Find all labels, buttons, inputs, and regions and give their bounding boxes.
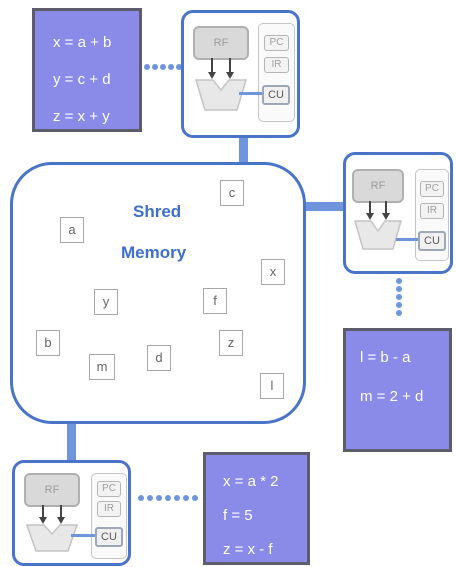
memory-variable: f: [203, 288, 227, 314]
instruction-register: IR: [420, 203, 444, 219]
register-file: RF: [24, 473, 80, 507]
memory-variable: a: [60, 217, 84, 243]
top-code-link-dots: [144, 63, 184, 71]
alu-to-cu-wire: [396, 238, 418, 241]
memory-variable: c: [220, 180, 244, 206]
code-line: z = x - f: [223, 541, 273, 558]
alu-icon: [354, 201, 402, 250]
code-line: f = 5: [223, 507, 253, 524]
shared-memory: Shred Memory c a x y f b z d m l: [10, 162, 306, 424]
control-unit: CU: [95, 527, 123, 547]
program-counter: PC: [264, 35, 289, 51]
program-counter: PC: [97, 481, 121, 497]
alu-to-cu-wire: [239, 92, 262, 95]
control-unit: CU: [418, 231, 446, 251]
bottom-code-box: x = a * 2 f = 5 z = x - f: [203, 452, 310, 565]
instruction-register: IR: [97, 501, 121, 517]
register-file: RF: [352, 169, 404, 203]
instruction-register: IR: [264, 57, 289, 73]
code-line: m = 2 + d: [360, 388, 424, 405]
register-file: RF: [193, 26, 249, 60]
memory-to-top-processor-connector: [239, 136, 248, 172]
alu-icon: [194, 58, 248, 111]
code-line: z = x + y: [53, 108, 110, 125]
bottom-code-link-dots: [138, 494, 202, 502]
memory-variable: d: [147, 345, 171, 371]
alu-to-cu-wire: [71, 534, 95, 537]
memory-variable: y: [94, 289, 118, 315]
memory-variable: l: [260, 373, 284, 399]
right-processor: RF PC IR CU: [343, 152, 453, 274]
memory-variable: z: [219, 330, 243, 356]
code-line: x = a + b: [53, 34, 112, 51]
memory-to-bottom-processor-connector: [67, 420, 76, 462]
memory-variable: m: [89, 354, 115, 380]
memory-title-line2: Memory: [121, 243, 187, 262]
top-code-box: x = a + b y = c + d z = x + y: [32, 8, 142, 132]
code-line: l = b - a: [360, 349, 411, 366]
right-code-box: l = b - a m = 2 + d: [343, 328, 452, 452]
code-line: x = a * 2: [223, 473, 279, 490]
code-line: y = c + d: [53, 71, 111, 88]
bottom-processor: RF PC IR CU: [12, 460, 131, 566]
right-code-link-dots: [395, 278, 403, 320]
control-unit: CU: [262, 85, 290, 105]
memory-variable: b: [36, 330, 60, 356]
memory-to-right-processor-connector: [303, 202, 347, 211]
program-counter: PC: [420, 181, 444, 197]
top-processor: RF PC IR CU: [181, 10, 300, 138]
alu-icon: [25, 505, 79, 552]
memory-variable: x: [261, 259, 285, 285]
memory-title-line1: Shred: [133, 202, 182, 221]
